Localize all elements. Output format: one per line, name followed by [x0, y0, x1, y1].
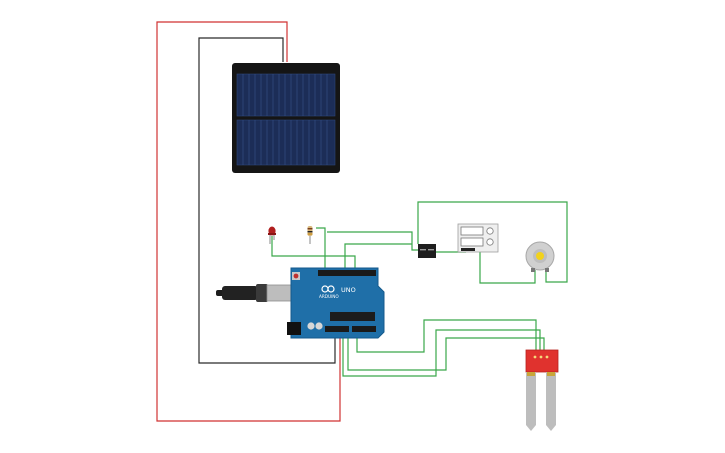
red-led[interactable]: [268, 226, 276, 245]
power-wire[interactable]: [156, 21, 341, 422]
dc-motor[interactable]: [525, 241, 555, 272]
lcd-module[interactable]: [457, 223, 499, 253]
relay-signal-wire[interactable]: [327, 231, 418, 251]
relay-power-wire[interactable]: [344, 243, 412, 268]
usb-cable[interactable]: [216, 284, 300, 302]
relay-module[interactable]: [418, 244, 436, 258]
resistor-wire[interactable]: [316, 227, 326, 268]
arduino-uno[interactable]: ARDUINO UNO: [287, 267, 385, 339]
arduino-logo-icon: [321, 285, 335, 293]
sensor-wire-2[interactable]: [342, 329, 541, 377]
sensor-wire-3[interactable]: [356, 319, 537, 353]
ground-wire[interactable]: [198, 37, 336, 364]
board-model-label: UNO: [341, 286, 356, 294]
lcd-motor-wire[interactable]: [479, 252, 536, 284]
solar-panel[interactable]: [232, 63, 340, 173]
resistor[interactable]: [307, 226, 313, 244]
led-wire[interactable]: [271, 236, 356, 268]
wires: [156, 21, 568, 422]
sensor-wire-1[interactable]: [347, 337, 545, 371]
relay-motor-wire[interactable]: [417, 201, 568, 283]
soil-moisture-sensor[interactable]: [525, 349, 559, 431]
board-brand-label: ARDUINO: [319, 294, 339, 299]
